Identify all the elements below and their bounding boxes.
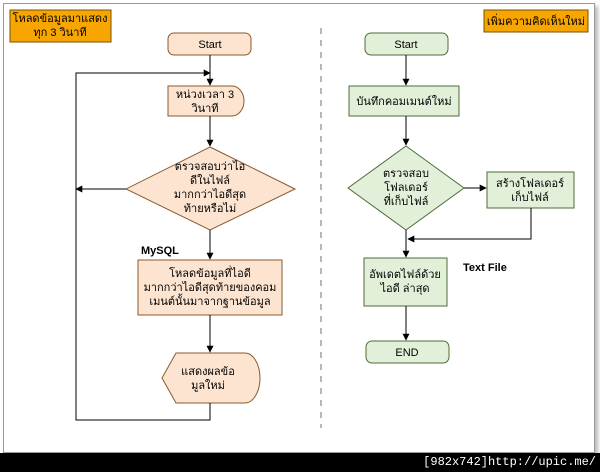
right-decision-line-3: ที่เก็บไฟล์: [384, 193, 429, 208]
mysql-label: MySQL: [141, 245, 179, 257]
right-update-line-2: ไอดี ล่าสุด: [379, 282, 429, 295]
right-create-line-2: เก็บไฟล์: [511, 190, 548, 204]
watermark-bar: [982x742]http://upic.me/: [0, 453, 600, 472]
left-title-box: [9, 9, 112, 43]
diagram-frame: [3, 3, 595, 453]
right-create-return-line: [407, 208, 532, 243]
right-update-line-1: อัพเดตไฟล์ด้วย: [369, 268, 441, 281]
flowchart-canvas: โหลดข้อมูลมาแสดง ทุก 3 วินาที Start หน่ว…: [9, 9, 589, 428]
left-delay-line-1: หน่วงเวลา 3: [176, 89, 234, 101]
left-decision-line-4: ท้ายหรือไม่: [184, 202, 236, 215]
left-decision-line-2: ดีในไฟล์: [190, 174, 230, 187]
left-delay-line-2: วินาที: [191, 102, 219, 115]
right-start-label: Start: [394, 39, 417, 51]
left-display-node: [161, 352, 261, 404]
left-display-line-1: แสดงผลข้อ: [181, 366, 235, 378]
left-load-line-1: โหลดข้อมูลที่ไอดี: [169, 265, 251, 280]
right-save-node: [348, 85, 460, 117]
right-save-label: บันทึกคอมเมนต์ใหม่: [356, 95, 451, 108]
left-decision-line-1: ตรวจสอบว่าไอ: [175, 160, 245, 173]
right-create-line-1: สร้างโฟลเดอร์: [496, 176, 564, 190]
right-decision-line-1: ตรวจสอบ: [383, 168, 429, 180]
right-update-node: [363, 257, 448, 307]
left-delay-node: [167, 85, 245, 117]
right-end-label: END: [395, 347, 418, 359]
left-load-line-3: เมนต์นั้นมาจากฐานข้อมูล: [149, 293, 270, 308]
left-title-line-2: ทุก 3 วินาที: [33, 26, 86, 39]
right-decision-line-2: โฟลเดอร์: [384, 180, 428, 194]
left-decision-line-3: มากกว่าไอดีสุด: [174, 188, 246, 201]
left-display-line-2: มูลใหม่: [191, 379, 225, 392]
left-load-line-2: มากกว่าไอดีสุดท้ายของคอม: [144, 281, 277, 294]
left-title-line-1: โหลดข้อมูลมาแสดง: [13, 11, 108, 25]
text-file-label: Text File: [463, 262, 507, 274]
right-title-box: [483, 9, 589, 33]
left-loop-back-line: [75, 69, 211, 421]
right-title-label: เพิ่มความคิดเห็นใหม่: [487, 13, 585, 28]
left-start-label: Start: [198, 39, 221, 51]
right-end-node: [365, 340, 450, 364]
